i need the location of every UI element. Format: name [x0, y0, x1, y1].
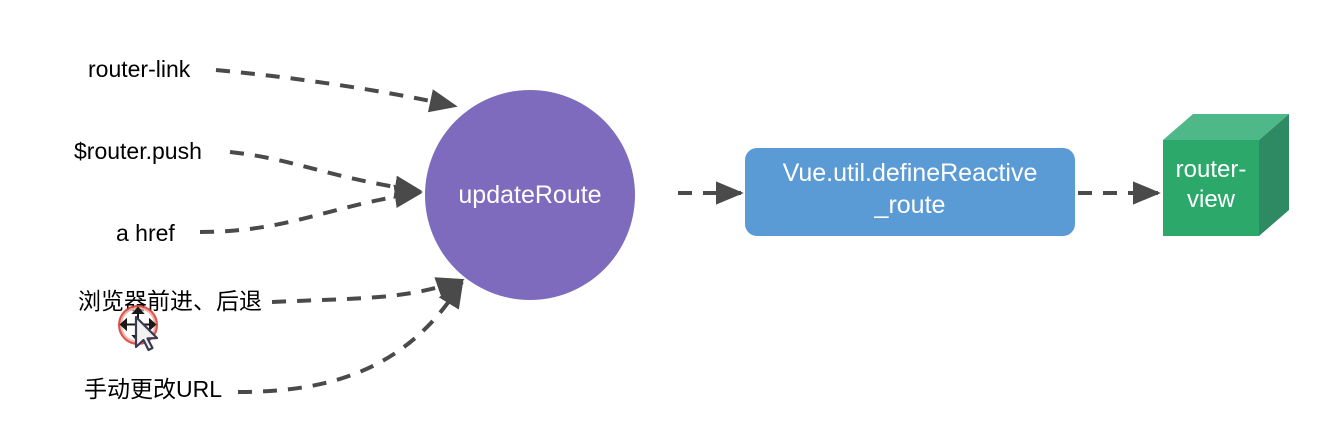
source-label-a-href: a href	[116, 220, 175, 246]
edge-manual-url-to-updateroute	[237, 279, 464, 394]
node-label-definereactive: Vue.util.defineReactive _route	[782, 159, 1038, 219]
node-updateroute[interactable]	[425, 90, 635, 300]
node-label-updateroute: updateRoute	[458, 181, 602, 209]
source-label-router-push: $router.push	[74, 138, 202, 164]
source-label-browser-navigation: 浏览器前进、后退	[78, 288, 262, 314]
edge-browser-nav-to-updateroute	[271, 277, 465, 304]
source-label-manual-url: 手动更改URL	[84, 376, 223, 402]
node-label-router-view: router- view	[1175, 156, 1247, 213]
edge-router-push-to-updateroute	[229, 150, 423, 199]
edge-router-link-to-updateroute	[215, 68, 458, 113]
node-router-view[interactable]	[1163, 114, 1289, 236]
node-vue-util-definereactive[interactable]	[745, 148, 1075, 236]
cube-top-face	[1163, 114, 1289, 140]
source-label-router-link: router-link	[88, 56, 191, 82]
cube-side-face	[1259, 114, 1289, 236]
edge-a-href-to-updateroute	[199, 184, 423, 234]
cube-front-face	[1163, 140, 1259, 236]
